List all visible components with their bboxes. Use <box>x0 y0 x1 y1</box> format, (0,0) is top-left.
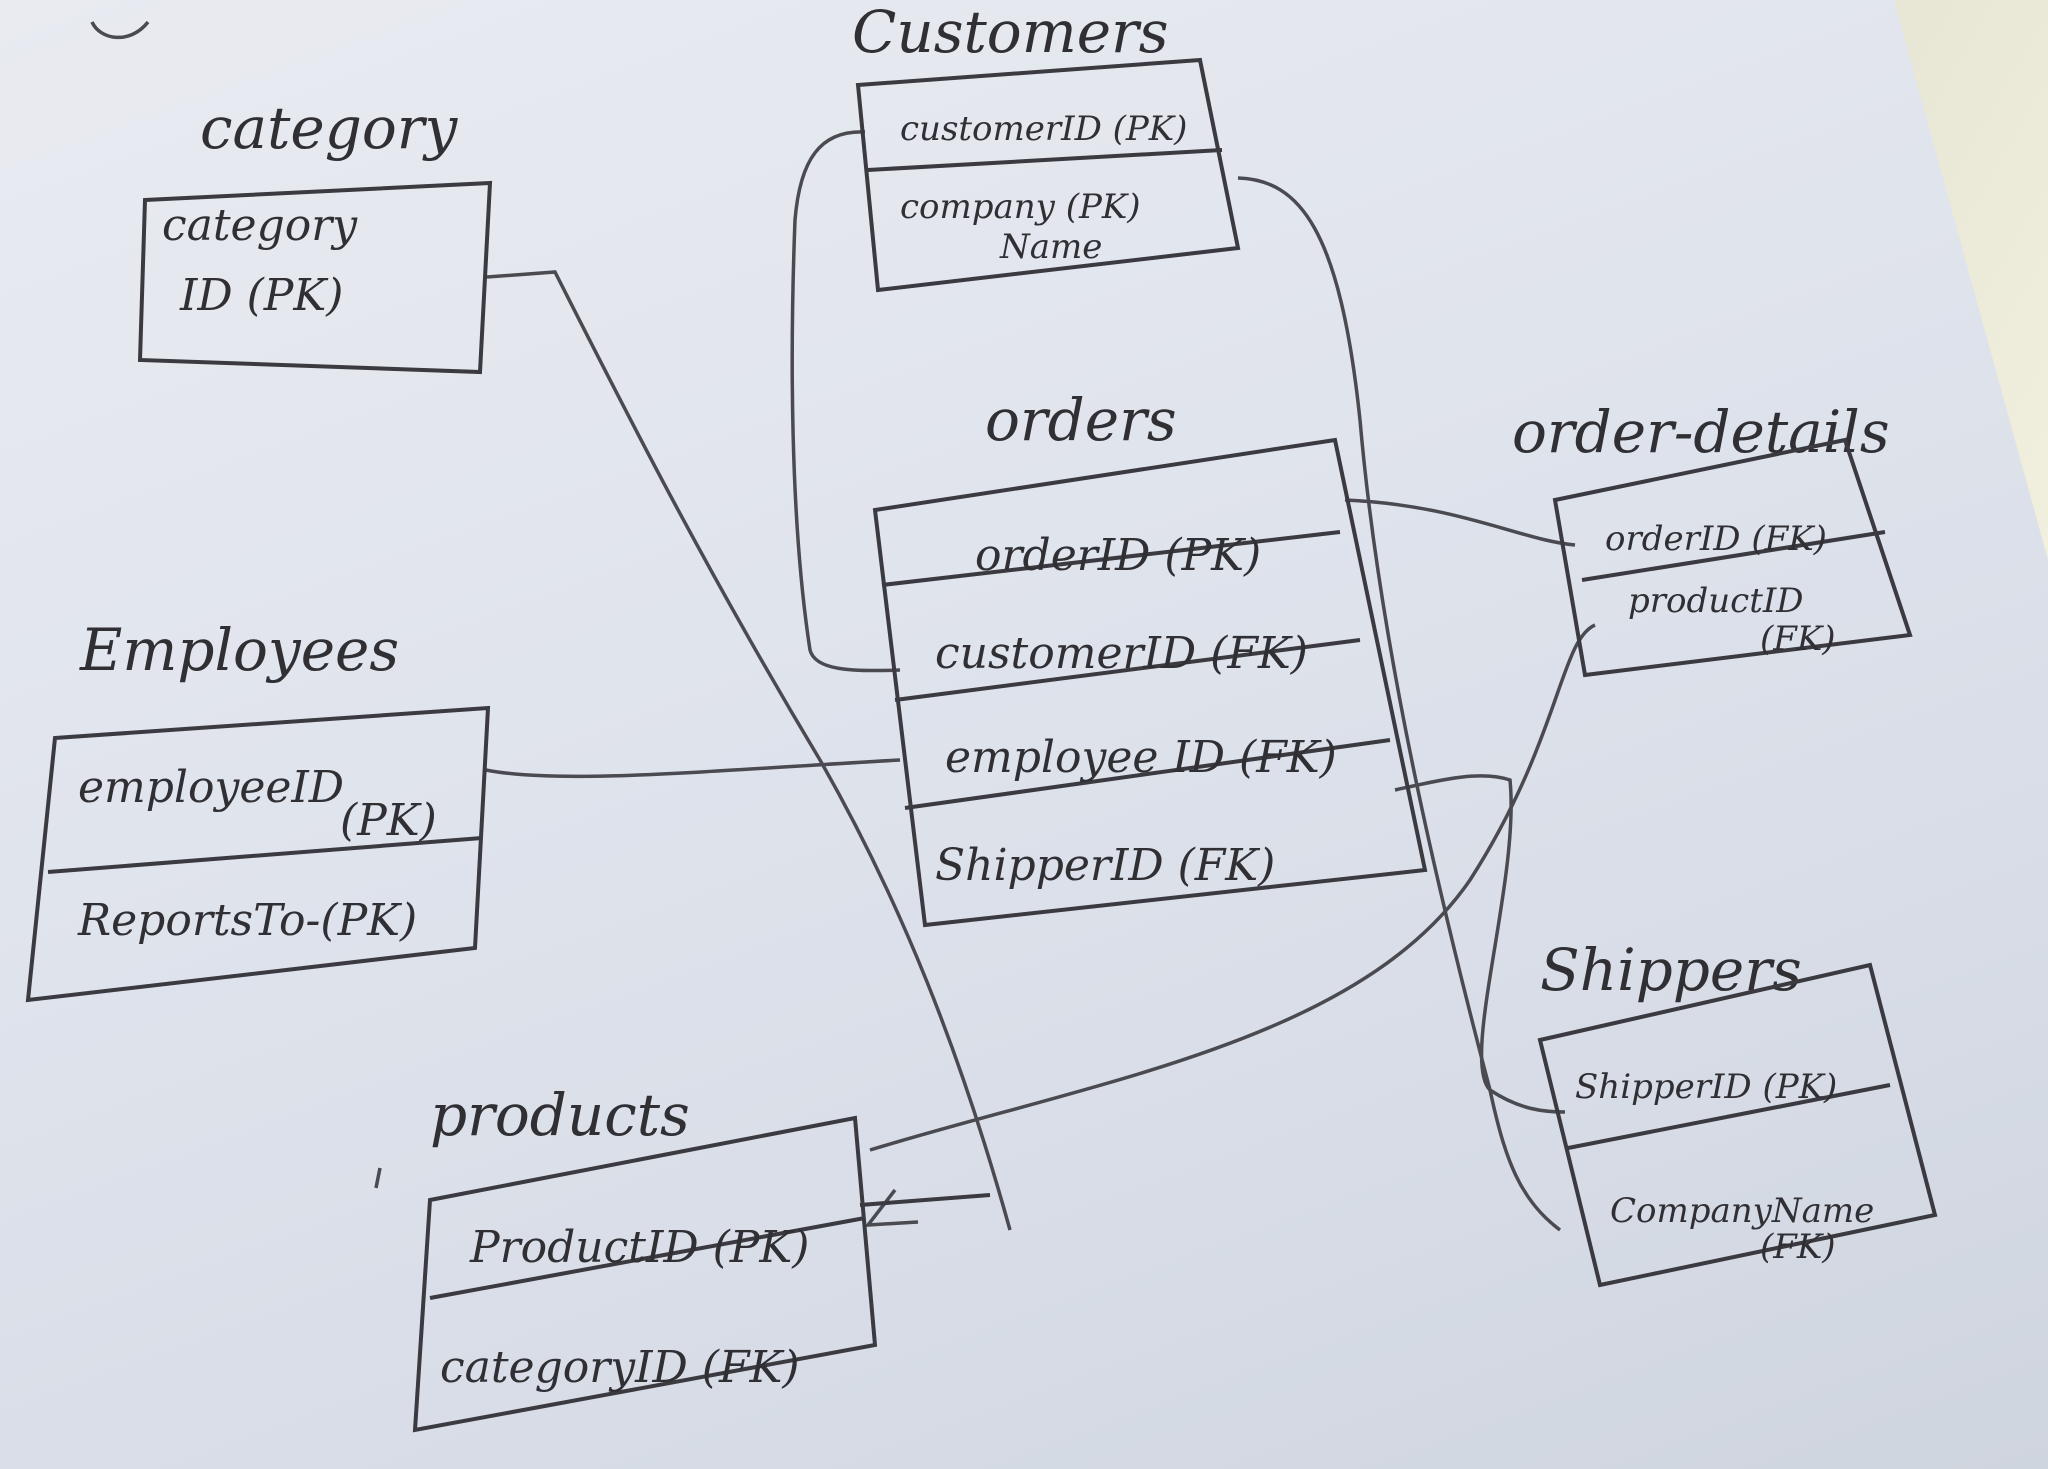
field-label: (FK) <box>1760 619 1836 659</box>
table-divider <box>904 738 1391 810</box>
table-shippers: Shippers ShipperID (PK) CompanyName (FK) <box>1537 936 1938 1288</box>
field-label: ShipperID (FK) <box>935 840 1275 891</box>
table-title: order-details <box>1512 398 1890 466</box>
field-label: company (PK) <box>900 187 1141 227</box>
rel-orders-orderdetails <box>1344 498 1576 547</box>
field-label: ProductID (PK) <box>469 1222 809 1273</box>
field-label: employee ID (FK) <box>945 732 1337 783</box>
field-label: ID (PK) <box>179 270 343 321</box>
rel-customers-orders <box>790 130 901 673</box>
table-box <box>1537 962 1938 1288</box>
pencil-mark <box>90 20 150 40</box>
field-label: customerID (PK) <box>900 109 1187 149</box>
table-divider <box>1567 1083 1891 1150</box>
field-label: employeeID <box>78 762 344 813</box>
field-label: categoryID (FK) <box>440 1342 800 1393</box>
table-products: products ProductID (PK) categoryID (FK) <box>412 1081 991 1433</box>
table-category: category category ID (PK) <box>137 94 493 375</box>
field-label: ShipperID (PK) <box>1575 1067 1837 1107</box>
table-divider <box>859 1193 991 1207</box>
field-label: orderID (FK) <box>1605 519 1827 559</box>
table-box <box>872 437 1428 928</box>
pencil-mark <box>374 1167 382 1189</box>
table-divider <box>881 530 1341 587</box>
table-divider <box>1581 530 1886 582</box>
field-label: ReportsTo-(PK) <box>77 895 417 946</box>
table-box <box>855 57 1241 293</box>
table-box <box>137 180 493 375</box>
table-employees: Employees employeeID (PK) ReportsTo-(PK) <box>25 616 491 1003</box>
table-divider <box>894 638 1361 702</box>
table-divider <box>429 1216 866 1300</box>
table-divider <box>867 148 1223 172</box>
table-divider <box>47 836 483 874</box>
rel-category-products <box>486 270 1012 1231</box>
table-title: Shippers <box>1540 936 1802 1004</box>
table-box <box>412 1115 878 1433</box>
table-title: products <box>430 1081 690 1149</box>
field-label: customerID (FK) <box>935 628 1308 679</box>
field-label: (FK) <box>1760 1227 1836 1267</box>
field-label: category <box>162 200 358 251</box>
table-box <box>1552 437 1913 678</box>
rel-employees-orders <box>485 758 901 779</box>
table-order-details: order-details orderID (FK) productID (FK… <box>1512 398 1913 678</box>
rel-customers-shippers <box>1237 176 1562 1232</box>
table-title: orders <box>985 386 1177 454</box>
table-title: Employees <box>79 616 399 684</box>
field-label: CompanyName <box>1610 1191 1874 1231</box>
field-label: productID <box>1628 581 1804 621</box>
table-title: Customers <box>852 0 1169 66</box>
rel-orders-shippers <box>1394 774 1566 1114</box>
table-customers: Customers customerID (PK) company (PK) N… <box>852 0 1241 293</box>
field-label: (PK) <box>340 795 437 846</box>
rel-orderdetails-products <box>869 623 1596 1152</box>
arrow-head <box>864 1188 919 1227</box>
table-box <box>25 705 491 1003</box>
field-label: orderID (PK) <box>975 530 1261 581</box>
table-orders: orders orderID (PK) customerID (FK) empl… <box>872 386 1428 928</box>
table-title: category <box>200 94 458 162</box>
field-label: Name <box>999 227 1102 267</box>
